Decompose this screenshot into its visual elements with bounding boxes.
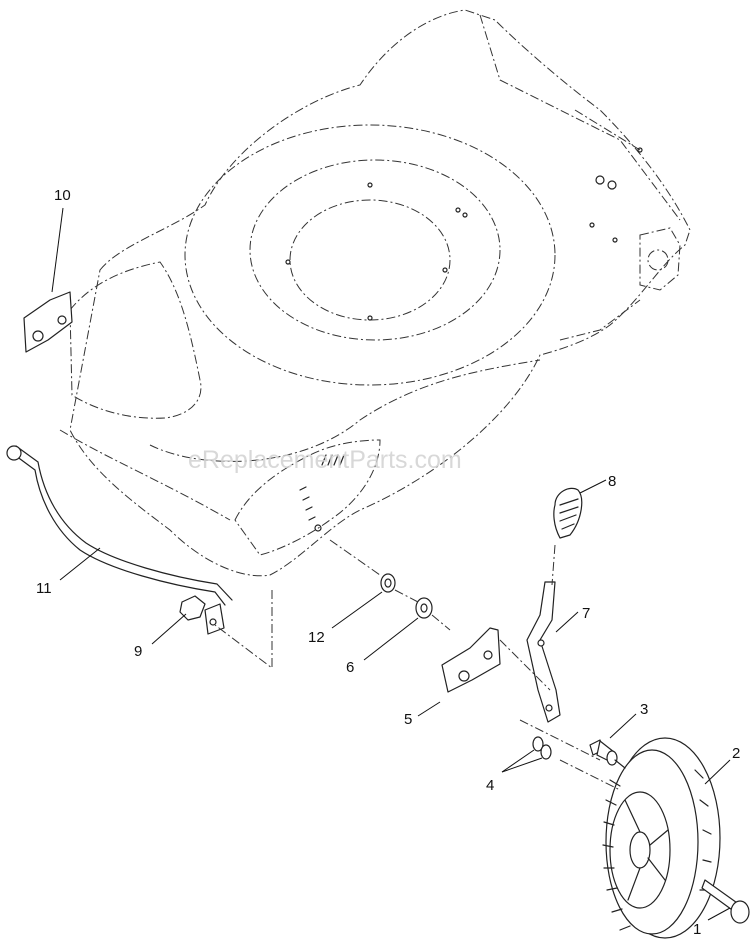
part-9-nut[interactable]	[179, 595, 225, 635]
callout-labels: 10 11 9 12 6 5 7 8 3 4 2 1	[36, 187, 740, 938]
callout-9: 9	[134, 643, 142, 660]
callout-1: 1	[693, 921, 701, 938]
callout-7: 7	[582, 605, 590, 622]
callout-5: 5	[404, 711, 412, 728]
callout-leaders	[51, 207, 731, 921]
callout-8: 8	[608, 473, 616, 490]
part-1-bolt[interactable]	[701, 879, 750, 924]
callout-10: 10	[54, 187, 71, 204]
callout-2: 2	[732, 745, 740, 762]
part-6-bushing[interactable]	[415, 597, 433, 619]
part-2-wheel[interactable]	[602, 737, 721, 939]
part-4-washers[interactable]	[532, 736, 552, 760]
part-8-grip[interactable]	[553, 487, 583, 539]
watermark-text: eReplacementParts.com	[188, 446, 462, 474]
part-10-bracket[interactable]	[23, 291, 73, 353]
mower-deck	[59, 9, 691, 577]
callout-4: 4	[486, 777, 494, 794]
part-5-plate[interactable]	[441, 627, 501, 693]
part-7-lever[interactable]	[526, 581, 561, 723]
callout-6: 6	[346, 659, 354, 676]
callout-12: 12	[308, 629, 325, 646]
assembly-lines	[214, 539, 621, 791]
callout-3: 3	[640, 701, 648, 718]
part-3-bolt[interactable]	[589, 739, 618, 766]
callout-11: 11	[36, 580, 52, 597]
part-11-axle-rod[interactable]	[6, 445, 233, 606]
part-12-washer[interactable]	[380, 573, 396, 593]
